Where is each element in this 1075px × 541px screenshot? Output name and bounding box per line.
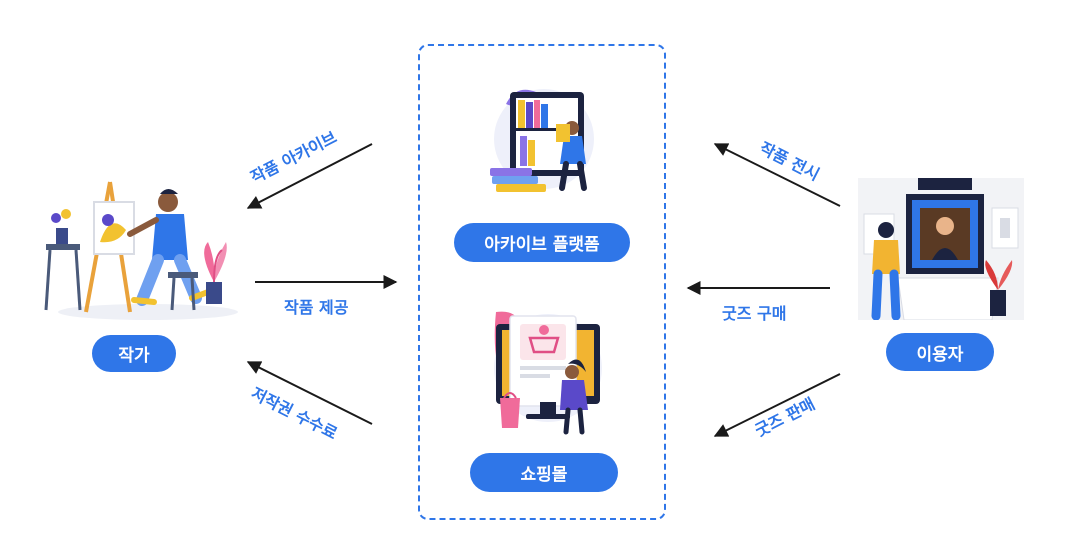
artist-painting-illustration — [44, 181, 238, 320]
gallery-visitor-illustration — [858, 178, 1024, 320]
platform-container — [418, 44, 666, 520]
node-artist[interactable]: 작가 — [92, 335, 176, 372]
arrow-copyright-fee — [246, 361, 373, 425]
node-user[interactable]: 이용자 — [886, 333, 994, 371]
bookshelf-archive-illustration — [490, 89, 594, 192]
node-archive-platform[interactable]: 아카이브 플랫폼 — [454, 223, 630, 262]
label-work-provide: 작품 제공 — [284, 298, 349, 317]
arrow-goods-sale — [713, 373, 841, 437]
arrow-work-archive — [246, 143, 373, 209]
node-shopping-mall[interactable]: 쇼핑몰 — [470, 453, 618, 492]
online-shopping-illustration — [494, 311, 602, 435]
label-goods-purchase: 굿즈 구매 — [722, 304, 787, 323]
arrow-work-exhibit — [713, 143, 841, 207]
